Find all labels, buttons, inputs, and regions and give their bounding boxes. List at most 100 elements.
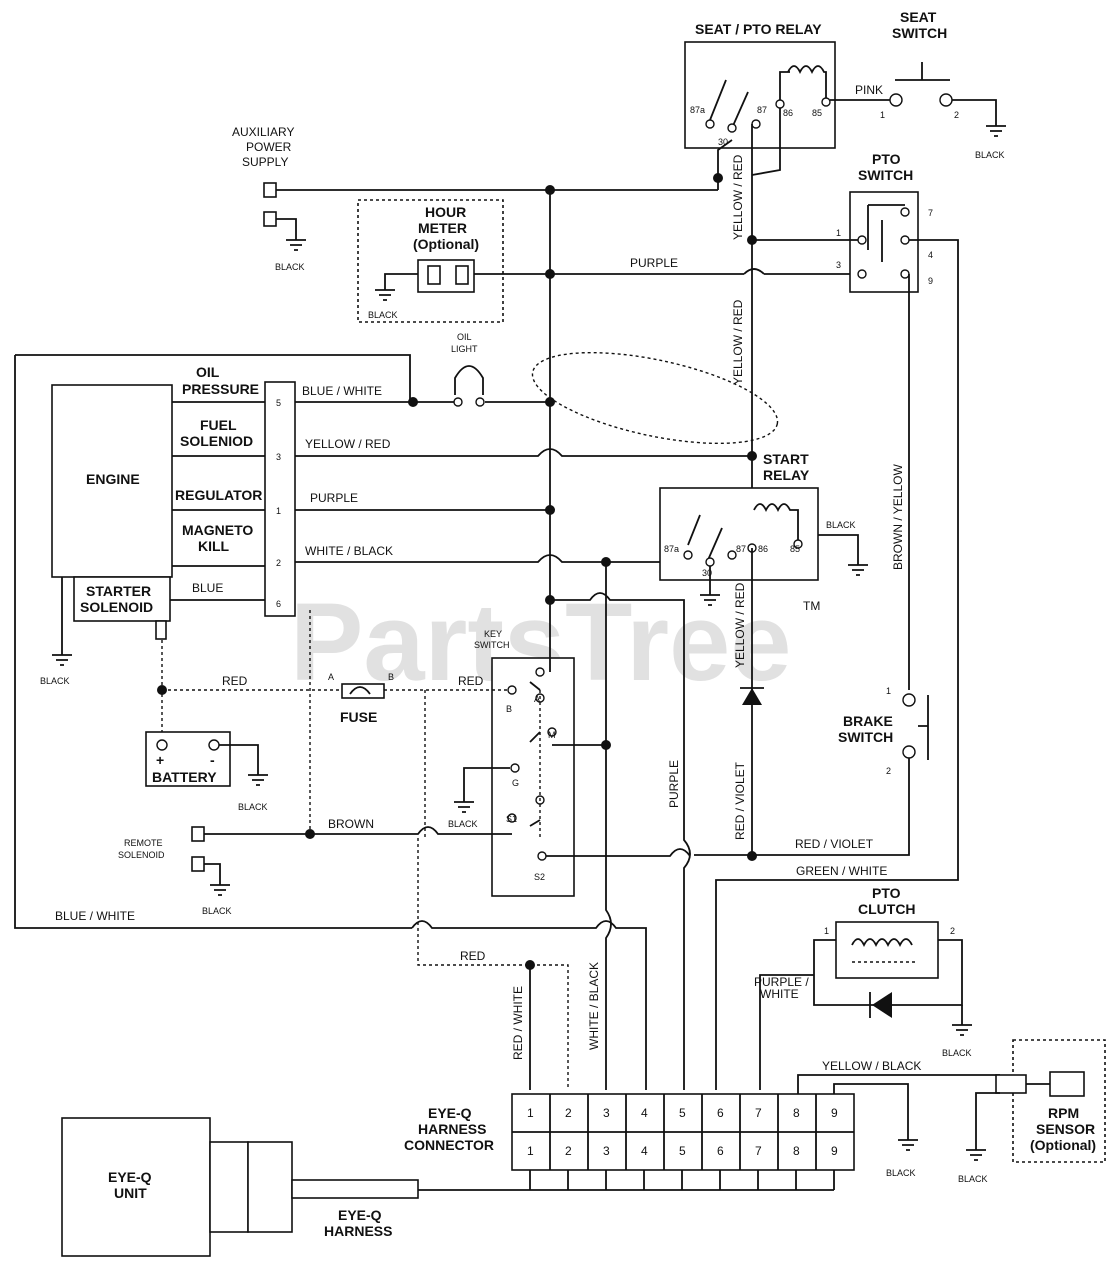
seat-pto-relay-label: SEAT / PTO RELAY: [695, 21, 822, 37]
connector-ground-label: BLACK: [886, 1168, 916, 1178]
start-relay-pin-87a: 87a: [664, 544, 679, 554]
harness-pin-7a: 7: [755, 1106, 762, 1120]
key-switch-pin-s1: S1: [506, 814, 517, 824]
eyeq-harness-label-1: EYE-Q: [338, 1207, 382, 1223]
seat-switch-ground-label: BLACK: [975, 150, 1005, 160]
rpm-label-1: RPM: [1048, 1105, 1079, 1121]
fuse-a-label: A: [328, 672, 334, 682]
wire-label-white-black-v: WHITE / BLACK: [587, 962, 601, 1050]
fuse: FUSE A B: [328, 672, 394, 725]
harness-pin-4a: 4: [641, 1106, 648, 1120]
wire-label-white-black: WHITE / BLACK: [305, 544, 393, 558]
harness-pin-9b: 9: [831, 1144, 838, 1158]
remote-solenoid-label-1: REMOTE: [124, 838, 163, 848]
aux-label-2: POWER: [246, 140, 292, 154]
wire-label-blue-white-top: BLUE / WHITE: [302, 384, 382, 398]
harness-pin-5a: 5: [679, 1106, 686, 1120]
pto-switch-pin-3: 3: [836, 260, 841, 270]
pto-clutch-pin-2: 2: [950, 926, 955, 936]
battery-ground-label: BLACK: [238, 802, 268, 812]
wire-label-yellow-red-eng: YELLOW / RED: [305, 437, 391, 451]
harness-pin-9a: 9: [831, 1106, 838, 1120]
start-relay-ground-label: BLACK: [826, 520, 856, 530]
aux-label-3: SUPPLY: [242, 155, 288, 169]
oil-light-label-2: LIGHT: [451, 344, 478, 354]
pto-switch-label-2: SWITCH: [858, 167, 913, 183]
hour-meter-label-2: METER: [418, 220, 467, 236]
pto-switch: PTO SWITCH 1 3 7 4 9 BROWN / YELLOW: [715, 151, 959, 1090]
wire-label-yellow-red-3: YELLOW / RED: [733, 582, 747, 668]
rpm-label-3: (Optional): [1030, 1137, 1096, 1153]
rpm-label-2: SENSOR: [1036, 1121, 1095, 1137]
hour-meter-label-1: HOUR: [425, 204, 466, 220]
key-switch-pin-b: B: [506, 704, 512, 714]
harness-pin-8a: 8: [793, 1106, 800, 1120]
clutch-diode-icon: [872, 992, 892, 1018]
harness-pin-2b: 2: [565, 1144, 572, 1158]
seat-switch-label-1: SEAT: [900, 9, 937, 25]
engine-pin-5: 5: [276, 398, 281, 408]
key-switch-pin-a: A: [534, 694, 540, 704]
relay-pin-30: 30: [718, 137, 728, 147]
oil-pressure-label-1: OIL: [196, 364, 220, 380]
pto-clutch-label-1: PTO: [872, 885, 901, 901]
key-switch-label-2: SWITCH: [474, 640, 510, 650]
seat-pto-relay: SEAT / PTO RELAY 87a 30 87 86 85: [684, 21, 836, 149]
brake-switch-pin-2: 2: [886, 766, 891, 776]
seat-switch-pin-1: 1: [880, 110, 885, 120]
junction-dots: [157, 173, 757, 970]
harness-pin-6a: 6: [717, 1106, 724, 1120]
relay-pin-85: 85: [812, 108, 822, 118]
pto-clutch: PTO CLUTCH 1 2 BLACK PURPLE / WHITE: [754, 885, 972, 1090]
battery-minus: -: [210, 752, 215, 768]
eyeq-unit-label-1: EYE-Q: [108, 1169, 152, 1185]
remote-solenoid-label-2: SOLENOID: [118, 850, 165, 860]
harness-pin-3a: 3: [603, 1106, 610, 1120]
engine-pin-1: 1: [276, 506, 281, 516]
key-switch-label-1: KEY: [484, 629, 502, 639]
aux-ground-label: BLACK: [275, 262, 305, 272]
battery: + - BATTERY BLACK: [145, 731, 268, 812]
wire-label-purple-eng: PURPLE: [310, 491, 358, 505]
start-relay-label-1: START: [763, 451, 809, 467]
fuse-label: FUSE: [340, 709, 377, 725]
harness-pin-5b: 5: [679, 1144, 686, 1158]
seat-switch: SEAT SWITCH 1 2 PINK BLACK: [830, 9, 1006, 160]
hour-meter-ground-label: BLACK: [368, 310, 398, 320]
wire-label-purple-v: PURPLE: [667, 760, 681, 808]
pto-clutch-pin-1: 1: [824, 926, 829, 936]
eyeq-harness-connector: EYE-Q HARNESS CONNECTOR 1 2 3 4 5 6 7 8 …: [404, 1093, 855, 1191]
wire-label-yellow-red-1: YELLOW / RED: [731, 154, 745, 240]
brake-switch-label-2: SWITCH: [838, 729, 893, 745]
harness-pin-7b: 7: [755, 1144, 762, 1158]
starter-solenoid-label-2: SOLENOID: [80, 599, 153, 615]
hour-meter-label-3: (Optional): [413, 236, 479, 252]
battery-label: BATTERY: [152, 769, 217, 785]
start-relay-pin-85: 85: [790, 544, 800, 554]
pto-switch-pin-1: 1: [836, 228, 841, 238]
eyeq-conn-label-3: CONNECTOR: [404, 1137, 494, 1153]
regulator-label: REGULATOR: [175, 487, 262, 503]
wire-label-purple-white-1: PURPLE /: [754, 975, 809, 989]
starter-solenoid-label-1: STARTER: [86, 583, 151, 599]
oil-light-label-1: OIL: [457, 332, 472, 342]
wire-label-green-white: GREEN / WHITE: [796, 864, 887, 878]
harness-pin-1a: 1: [527, 1106, 534, 1120]
wire-label-red-1: RED: [222, 674, 248, 688]
aux-power-supply: AUXILIARY POWER SUPPLY BLACK: [232, 125, 718, 272]
harness-pin-2a: 2: [565, 1106, 572, 1120]
oil-pressure-label-2: PRESSURE: [182, 381, 259, 397]
eyeq-conn-label-1: EYE-Q: [428, 1105, 472, 1121]
wire-label-red-violet-v: RED / VIOLET: [733, 761, 747, 840]
pto-clutch-ground-label: BLACK: [942, 1048, 972, 1058]
battery-plus: +: [156, 752, 164, 768]
eyeq-unit-label-2: UNIT: [114, 1185, 147, 1201]
brake-switch-label-1: BRAKE: [843, 713, 893, 729]
fuse-b-label: B: [388, 672, 394, 682]
engine-ground-label: BLACK: [40, 676, 70, 686]
wire-label-purple-white-2: WHITE: [760, 987, 799, 1001]
relay-pin-86: 86: [783, 108, 793, 118]
brake-switch: 1 2 BRAKE SWITCH RED / VIOLET GREEN / WH…: [694, 686, 929, 878]
pto-switch-label-1: PTO: [872, 151, 901, 167]
pto-clutch-label-2: CLUTCH: [858, 901, 916, 917]
